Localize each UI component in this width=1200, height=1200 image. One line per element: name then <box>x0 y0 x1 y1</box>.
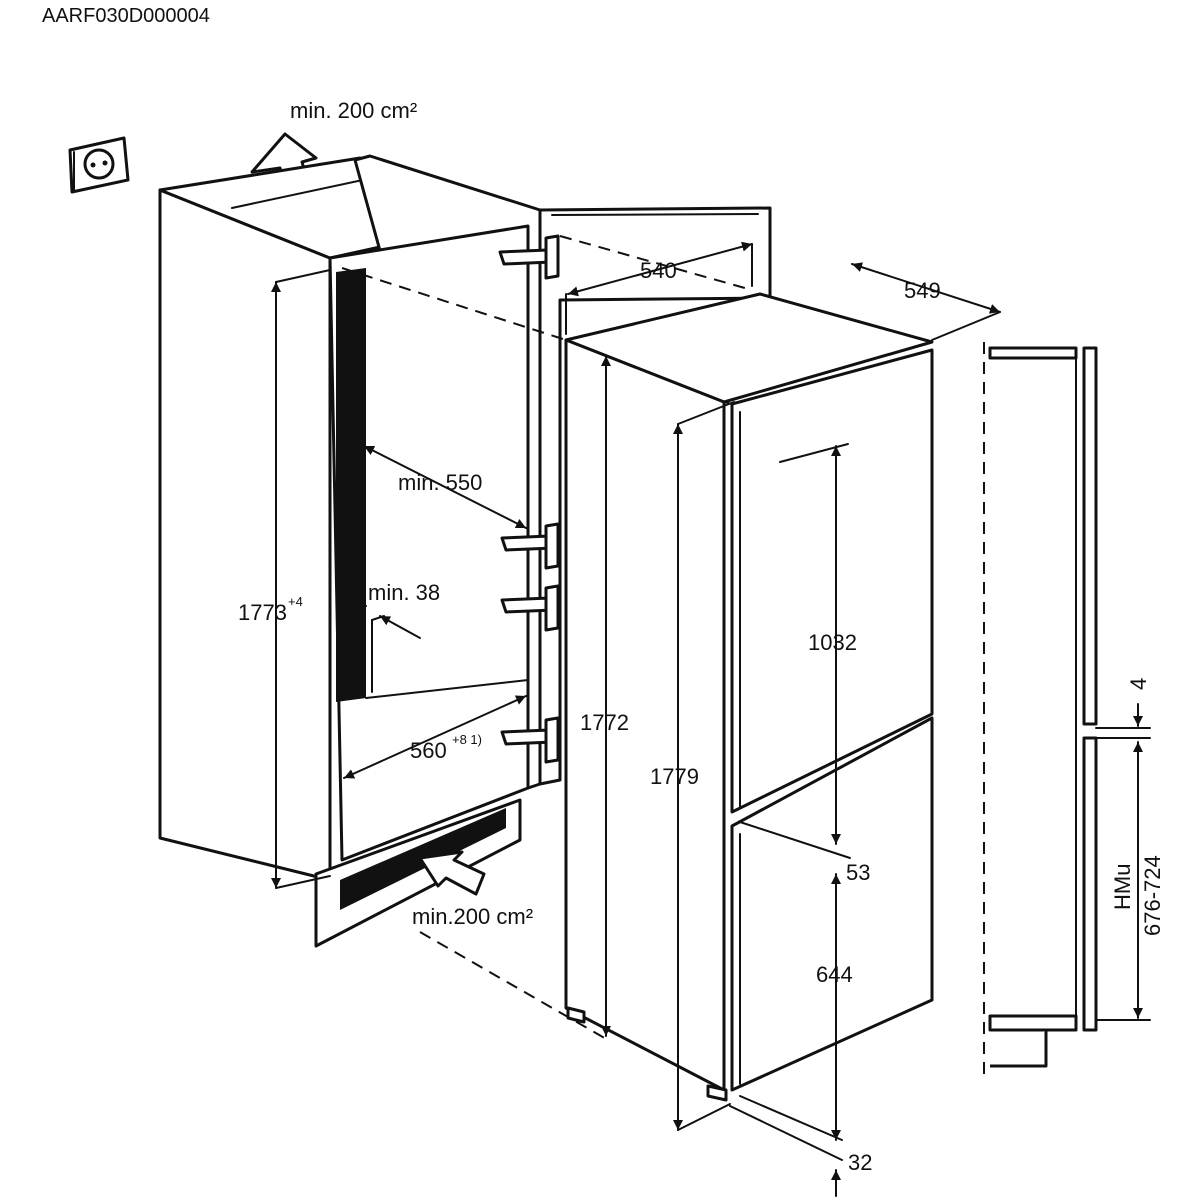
label-niche-width-tolerance: +8 1) <box>452 732 482 747</box>
appliance-body <box>564 292 934 1102</box>
hinge-top <box>498 234 560 280</box>
vent-bottom-label: min.200 cm² <box>412 904 533 929</box>
label-furniture-range-name: HMu <box>1110 864 1135 910</box>
label-lower-door: 644 <box>816 962 853 987</box>
label-height-body: 1772 <box>580 710 629 735</box>
dim-niche-depth <box>363 445 527 529</box>
hinge-mid-upper <box>500 522 560 570</box>
label-niche-height: 1773 <box>238 600 287 625</box>
label-furniture-range: 676-724 <box>1140 855 1165 936</box>
dim-depth-door <box>567 241 753 297</box>
dim-depth-total <box>851 262 1001 314</box>
label-upper-door: 1032 <box>808 630 857 655</box>
label-niche-depth: min. 550 <box>398 470 482 495</box>
vent-top-label: min. 200 cm² <box>290 98 417 123</box>
label-gap-min: min. 38 <box>368 580 440 605</box>
hinge-mid-lower <box>500 584 560 632</box>
furniture-door-section <box>983 342 1151 1080</box>
power-socket-icon <box>68 136 130 194</box>
label-niche-height-tolerance: +4 <box>288 594 303 609</box>
label-door-gap: 53 <box>846 860 870 885</box>
dim-gap-min <box>345 589 367 607</box>
projection-line-bottom <box>419 931 609 1041</box>
label-niche-width: 560 <box>410 738 447 763</box>
label-depth-door: 540 <box>640 258 677 283</box>
dim-niche-width <box>343 695 527 779</box>
label-furniture-gap: 4 <box>1126 678 1151 690</box>
label-height-total: 1779 <box>650 764 699 789</box>
ventilation-arrow-bottom-icon <box>418 850 486 896</box>
drawing-code: AARF030D000004 <box>42 5 210 27</box>
niche-cabinet <box>158 154 542 948</box>
label-depth-total: 549 <box>904 278 941 303</box>
label-bottom-gap: 32 <box>848 1150 872 1175</box>
